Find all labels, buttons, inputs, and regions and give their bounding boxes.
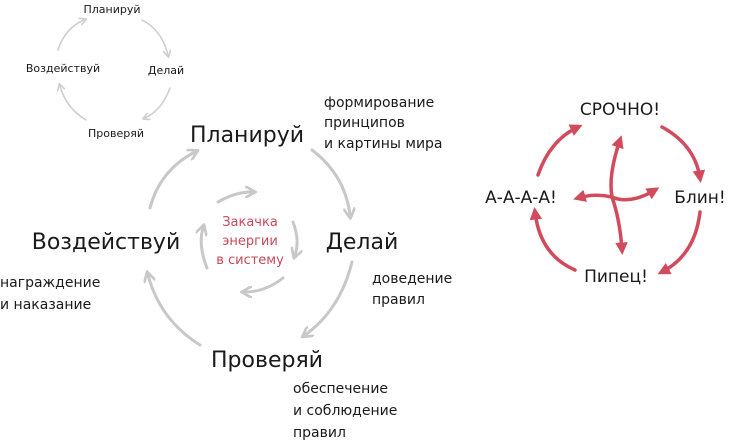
arrow-icon — [57, 20, 84, 51]
note-line: правил — [372, 292, 425, 308]
urgent-label: СРОЧНО! — [580, 100, 660, 120]
note-line: правил — [293, 425, 346, 441]
note-line: награждение — [0, 275, 100, 291]
red-arrow-icon — [610, 187, 660, 202]
inner-arrow-icon — [245, 276, 285, 292]
note-line: обеспечение — [293, 381, 388, 397]
arrow-icon — [310, 148, 350, 215]
arrow-icon — [145, 87, 171, 118]
small-do-label: Делай — [148, 64, 184, 77]
act-label: Воздействуй — [32, 230, 181, 255]
red-arrow-icon — [536, 124, 583, 177]
inner-arrow-icon — [293, 220, 297, 255]
note-line: формирование — [324, 95, 434, 111]
check-label: Проверяй — [211, 348, 323, 373]
arrow-icon — [141, 19, 168, 55]
note-line: и картины мира — [324, 136, 443, 152]
center-line: в систему — [216, 253, 284, 268]
check-note: обеспечение и соблюдение правил — [293, 381, 397, 441]
red-arrow-icon — [610, 195, 628, 256]
note-line: доведение — [372, 271, 452, 287]
damn-label: Блин! — [674, 188, 726, 208]
do-label: Делай — [326, 230, 399, 255]
plan-note: формирование принципов и картины мира — [324, 95, 443, 152]
panic-label: А-А-А-А! — [485, 188, 557, 208]
note-line: принципов — [324, 115, 405, 131]
red-arrow-icon — [660, 125, 706, 183]
chaos-cycle: СРОЧНО! Блин! Пипец! А-А-А-А! — [485, 100, 726, 287]
red-arrow-icon — [609, 135, 624, 199]
small-cycle: Планируй Делай Проверяй Воздействуй — [26, 3, 184, 140]
center-line: энергии — [222, 234, 278, 249]
inner-arrow-icon — [201, 228, 209, 270]
big-cycle: Планируй Делай Проверяй Воздействуй Зака… — [0, 95, 452, 441]
arrow-icon — [305, 260, 354, 335]
plan-label: Планируй — [190, 123, 304, 148]
red-arrow-icon — [657, 210, 702, 275]
small-act-label: Воздействуй — [26, 62, 100, 75]
act-note: награждение и наказание — [0, 275, 100, 313]
note-line: и соблюдение — [293, 403, 397, 419]
arrow-icon — [60, 86, 87, 121]
center-line: Закачка — [222, 215, 278, 230]
inner-arrow-icon — [216, 192, 252, 204]
arrow-icon — [148, 275, 202, 347]
small-plan-label: Планируй — [83, 3, 140, 16]
arrow-icon — [148, 152, 195, 210]
note-line: и наказание — [0, 297, 91, 313]
center-text: Закачка энергии в систему — [216, 215, 284, 268]
red-arrow-icon — [573, 189, 614, 202]
do-note: доведение правил — [372, 271, 452, 308]
disaster-label: Пипец! — [584, 267, 648, 287]
small-check-label: Проверяй — [88, 127, 144, 140]
red-arrow-icon — [529, 206, 577, 272]
